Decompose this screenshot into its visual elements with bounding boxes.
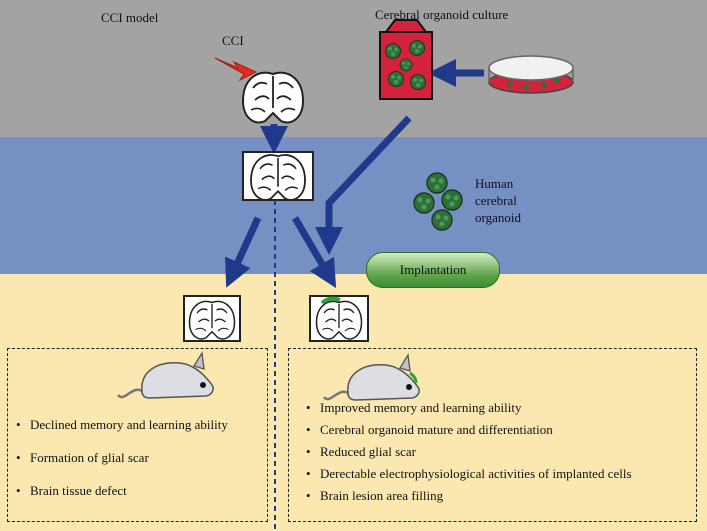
process-arrows [225, 59, 484, 289]
top-band [0, 0, 707, 137]
left-outcome-item: Brain tissue defect [16, 482, 228, 499]
right-outcome-item: Reduced glial scar [306, 443, 632, 460]
left-outcome-item: Declined memory and learning ability [16, 416, 228, 433]
implantation-pill: Implantation [366, 252, 500, 288]
right-outcome-item: Cerebral organoid mature and differentia… [306, 421, 632, 438]
right-outcome-item: Improved memory and learning ability [306, 399, 632, 416]
injured-brain-frame [242, 151, 314, 201]
cci-model-label: CCI model [101, 10, 159, 25]
left-result-brain [183, 295, 241, 342]
human-organoid-line3: organoid [475, 210, 521, 225]
human-organoid-line2: cerebral [475, 193, 517, 208]
human-organoid-line1: Human [475, 176, 514, 191]
right-outcome-item: Derectable electrophysiological activiti… [306, 465, 632, 482]
left-outcomes-box [7, 348, 268, 522]
cci-label: CCI [222, 33, 244, 48]
cci-brain-icon [242, 71, 304, 124]
lightning-icon [214, 57, 258, 82]
mouse-icon [322, 353, 421, 402]
left-outcomes-list: Declined memory and learning ability For… [16, 416, 228, 499]
organoid-icon [413, 172, 463, 231]
right-outcome-item: Brain lesion area filling [306, 487, 632, 504]
petri-dish-icon [488, 55, 574, 94]
right-outcomes-list: Improved memory and learning ability Cer… [306, 399, 632, 504]
implantation-label: Implantation [399, 262, 467, 277]
right-result-brain [309, 295, 369, 342]
organoid-culture-label: Cerebral organoid culture [375, 7, 509, 22]
human-organoid-label: Human cerebral organoid [475, 175, 521, 226]
right-outcomes-box [288, 348, 697, 522]
middle-band [0, 137, 707, 274]
culture-flask-icon [379, 19, 433, 100]
left-outcome-item: Formation of glial scar [16, 449, 228, 466]
